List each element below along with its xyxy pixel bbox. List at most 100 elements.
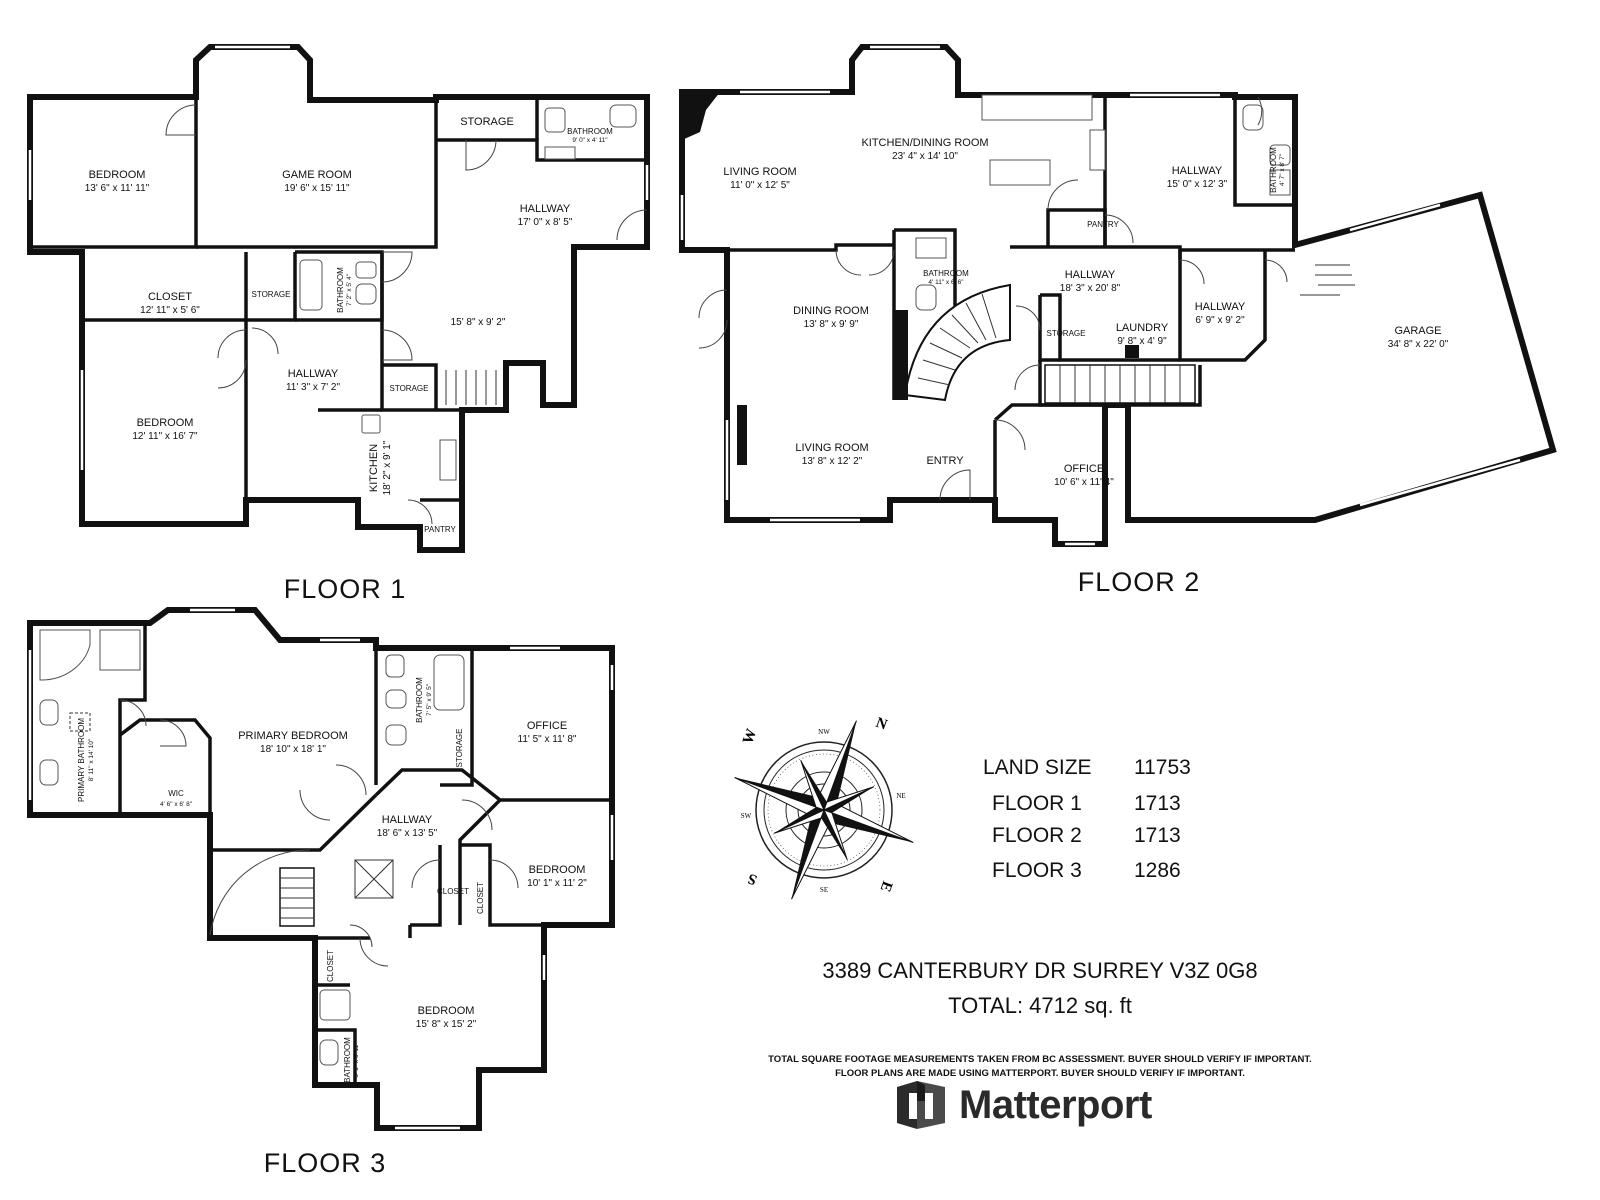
room-dims: 15' 8" x 15' 2" — [416, 1019, 477, 1030]
compass-label: E — [877, 879, 895, 894]
room-name: BEDROOM — [89, 169, 146, 181]
brand-name: Matterport — [959, 1082, 1152, 1127]
room-name: KITCHEN/DINING ROOM — [861, 137, 988, 149]
compass-label: W — [740, 727, 760, 747]
room-dims: 19' 6" x 15' 11" — [284, 183, 350, 194]
room-name: OFFICE — [527, 720, 567, 732]
room-dims: 13' 8" x 12' 2" — [802, 456, 863, 467]
room-name: BEDROOM — [529, 864, 586, 876]
room-name: HALLWAY — [1195, 301, 1246, 313]
room-dims: 11' 3" x 7' 2" — [286, 382, 341, 393]
room-name: PANTRY — [1087, 220, 1119, 229]
room-dims: 9' 0" x 4' 11" — [572, 137, 608, 144]
floor-3-title: FLOOR 3 — [264, 1148, 387, 1178]
matterport-logo-icon — [897, 1081, 945, 1129]
room-name: HALLWAY — [288, 368, 339, 380]
room-name: PRIMARY BEDROOM — [238, 730, 348, 742]
room-name: LAUNDRY — [1116, 322, 1169, 334]
room-name: STORAGE — [252, 290, 291, 299]
disclaimer-line: FLOOR PLANS ARE MADE USING MATTERPORT. B… — [835, 1068, 1245, 1079]
room-name: STORAGE — [390, 384, 429, 393]
room-name: ENTRY — [926, 455, 964, 467]
floor-3-labels: PRIMARY BATHROOM 8' 11" x 14' 10" PRIMAR… — [77, 677, 587, 1083]
room-dims: 12' 11" x 16' 7" — [132, 431, 198, 442]
summary-value: 1713 — [1134, 792, 1181, 815]
room-dims: 11' 5" x 11' 8" — [518, 734, 577, 745]
room-name: BEDROOM — [418, 1005, 475, 1017]
room-dims: 34' 8" x 22' 0" — [1388, 339, 1449, 350]
floor-1-title: FLOOR 1 — [284, 574, 407, 604]
room-dims: 15' 0" x 12' 3" — [1167, 179, 1228, 190]
room-name: LIVING ROOM — [723, 166, 796, 178]
room-name: OFFICE — [1064, 463, 1104, 475]
compass-label: SE — [820, 886, 828, 894]
room-dims: 10' 1" x 11' 2" — [527, 878, 587, 889]
compass-label: NW — [818, 728, 830, 736]
room-name: HALLWAY — [520, 203, 571, 215]
summary-value: 1286 — [1134, 859, 1181, 882]
floor-1-labels: BEDROOM 13' 6" x 11' 11" GAME ROOM 19' 6… — [85, 116, 613, 534]
room-name: GARAGE — [1394, 325, 1441, 337]
room-dims: 11' 0" x 12' 5" — [730, 180, 790, 191]
room-name: HALLWAY — [1172, 165, 1223, 177]
room-dims: 18' 10" x 18' 1" — [260, 744, 326, 755]
floor-2-plan — [679, 44, 1557, 547]
floor-2-labels: LIVING ROOM 11' 0" x 12' 5" KITCHEN/DINI… — [723, 137, 1448, 488]
compass-label: S — [746, 870, 759, 888]
room-dims: 5' 1" x 6' 11" — [353, 1042, 360, 1078]
room-dims: 6' 9" x 9' 2" — [1195, 315, 1245, 326]
brand-logo: Matterport — [895, 1075, 1152, 1135]
compass-rose-icon: N E S W NE SE SW NW — [734, 715, 914, 900]
disclaimer-line: TOTAL SQUARE FOOTAGE MEASUREMENTS TAKEN … — [768, 1054, 1312, 1065]
room-name: HALLWAY — [1065, 269, 1116, 281]
property-address: 3389 CANTERBURY DR SURREY V3Z 0G8 — [822, 958, 1258, 983]
total-square-footage: TOTAL: 4712 sq. ft — [948, 993, 1132, 1018]
summary-label: FLOOR 3 — [992, 859, 1082, 882]
room-name: CLOSET — [148, 291, 192, 303]
summary-value: 1713 — [1134, 824, 1181, 847]
summary-label: LAND SIZE — [983, 756, 1092, 779]
compass-label: N — [874, 715, 890, 734]
room-name: CLOSET — [437, 887, 469, 896]
room-name: BEDROOM — [137, 417, 194, 429]
room-name: CLOSET — [476, 882, 485, 914]
floor-1-plan — [27, 44, 650, 553]
room-name: BATHROOM — [1269, 147, 1278, 193]
compass-label: NE — [896, 792, 905, 800]
room-name: STORAGE — [455, 729, 464, 768]
room-name: WIC — [168, 789, 184, 798]
room-name: BATHROOM — [343, 1037, 352, 1083]
room-dims: 4' 11" x 6' 6" — [928, 279, 964, 286]
room-dims: 4' 7" x 8' 7" — [1279, 153, 1286, 186]
room-dims: 10' 6" x 11' 4" — [1054, 477, 1114, 488]
room-dims: 17' 0" x 8' 5" — [518, 217, 573, 228]
room-dims: 18' 2" x 9' 1" — [382, 440, 393, 495]
room-name: BATHROOM — [415, 677, 424, 723]
room-name: PRIMARY BATHROOM — [77, 718, 86, 802]
room-dims: 15' 8" x 9' 2" — [451, 317, 506, 328]
room-name: LIVING ROOM — [795, 442, 868, 454]
room-dims: 18' 6" x 13' 5" — [377, 828, 438, 839]
room-dims: 12' 11" x 5' 6" — [140, 305, 200, 316]
room-name: HALLWAY — [382, 814, 433, 826]
room-dims: 13' 8" x 9' 9" — [804, 319, 859, 330]
room-name: GAME ROOM — [282, 169, 352, 181]
summary-label: FLOOR 1 — [992, 792, 1082, 815]
floor-2-title: FLOOR 2 — [1078, 567, 1201, 597]
summary-value: 11753 — [1134, 756, 1191, 779]
room-name: KITCHEN — [368, 444, 380, 492]
room-dims: 13' 6" x 11' 11" — [85, 183, 150, 194]
floor-3-plan — [27, 607, 615, 1131]
room-dims: 18' 3" x 20' 8" — [1060, 283, 1121, 294]
room-name: STORAGE — [460, 116, 514, 128]
room-dims: 8' 11" x 14' 10" — [88, 738, 95, 781]
room-name: DINING ROOM — [793, 305, 869, 317]
room-name: BATHROOM — [336, 267, 345, 313]
room-name: PANTRY — [424, 525, 456, 534]
room-name: CLOSET — [326, 950, 335, 982]
room-dims: 23' 4" x 14' 10" — [892, 151, 958, 162]
room-dims: 4' 6" x 6' 8" — [160, 801, 193, 808]
compass-label: SW — [741, 812, 752, 820]
room-dims: 9' 8" x 4' 9" — [1117, 336, 1167, 347]
